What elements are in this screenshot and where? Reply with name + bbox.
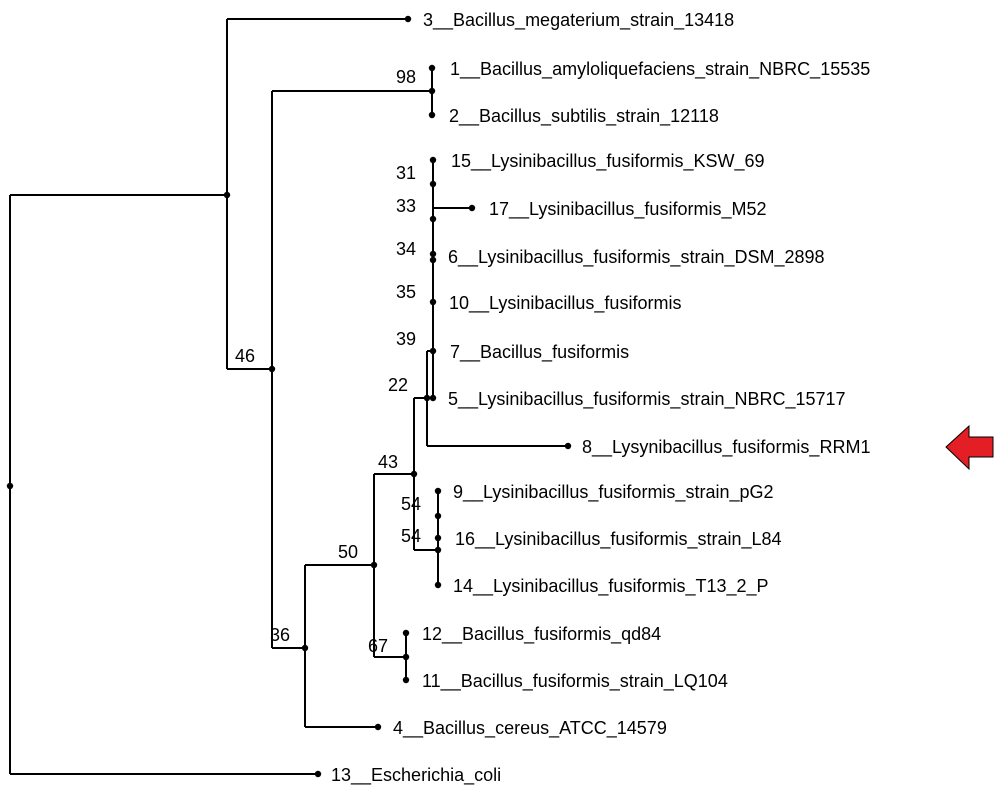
- tree-node-dot: [404, 15, 412, 23]
- leaf-label: 17__Lysinibacillus_fusiformis_M52: [489, 199, 766, 220]
- tree-node-dot: [428, 64, 436, 72]
- leaf-label: 4__Bacillus_cereus_ATCC_14579: [393, 718, 667, 739]
- tree-node-dot: [223, 191, 231, 199]
- support-value: 54: [401, 526, 421, 546]
- support-value: 34: [396, 239, 416, 259]
- tree-node-dot: [314, 770, 322, 778]
- support-value: 43: [378, 452, 398, 472]
- tree-node-dot: [564, 442, 572, 450]
- support-value: 39: [396, 329, 416, 349]
- leaf-label: 16__Lysinibacillus_fusiformis_strain_L84: [455, 529, 782, 550]
- tree-node-dot: [429, 250, 437, 258]
- leaf-label-highlighted: 8__Lysynibacillus_fusiformis_RRM1: [582, 437, 870, 458]
- leaf-label: 7__Bacillus_fusiformis: [450, 342, 629, 363]
- leaf-labels: 3__Bacillus_megaterium_strain_13418 1__B…: [331, 10, 870, 786]
- tree-node-dot: [429, 298, 437, 306]
- tree-node-dot: [434, 534, 442, 542]
- leaf-label: 2__Bacillus_subtilis_strain_12118: [449, 106, 719, 127]
- tree-node-dot: [434, 487, 442, 495]
- leaf-label: 13__Escherichia_coli: [331, 765, 501, 786]
- tree-node-dot: [410, 470, 418, 478]
- tree-node-dot: [429, 215, 437, 223]
- tree-node-dot: [6, 482, 14, 490]
- support-value: 22: [388, 375, 408, 395]
- leaf-label: 15__Lysinibacillus_fusiformis_KSW_69: [451, 151, 765, 172]
- leaf-label: 11__Bacillus_fusiformis_strain_LQ104: [422, 671, 728, 692]
- support-values: 98 31 33 34 35 39 22 43 54 54 46 50 67 3…: [235, 67, 421, 656]
- tree-node-dot: [402, 629, 410, 637]
- leaf-label: 9__Lysinibacillus_fusiformis_strain_pG2: [453, 482, 774, 503]
- support-value: 36: [270, 625, 290, 645]
- leaf-label: 6__Lysinibacillus_fusiformis_strain_DSM_…: [448, 247, 825, 268]
- tree-node-dot: [429, 347, 437, 355]
- tree-node-dot: [428, 111, 436, 119]
- support-value: 33: [396, 196, 416, 216]
- tree-node-dot: [468, 204, 476, 212]
- tree-node-dot: [402, 653, 410, 661]
- tree-node-dot: [429, 156, 437, 164]
- tree-node-dot: [428, 87, 436, 95]
- tree-nodes: [6, 15, 572, 778]
- tree-node-dot: [429, 256, 437, 264]
- leaf-label: 1__Bacillus_amyloliquefaciens_strain_NBR…: [450, 59, 870, 80]
- tree-node-dot: [434, 581, 442, 589]
- tree-node-dot: [370, 561, 378, 569]
- support-value: 50: [338, 542, 358, 562]
- highlight-arrow-icon: [945, 424, 994, 471]
- tree-node-dot: [434, 512, 442, 520]
- tree-node-dot: [434, 546, 442, 554]
- tree-node-dot: [429, 394, 437, 402]
- leaf-label: 12__Bacillus_fusiformis_qd84: [422, 624, 661, 645]
- tree-node-dot: [301, 644, 309, 652]
- support-value: 67: [368, 636, 388, 656]
- support-value: 31: [396, 163, 416, 183]
- tree-node-dot: [268, 365, 276, 373]
- leaf-label: 3__Bacillus_megaterium_strain_13418: [423, 10, 734, 31]
- tree-node-dot: [402, 676, 410, 684]
- tree-node-dot: [429, 180, 437, 188]
- leaf-label: 14__Lysinibacillus_fusiformis_T13_2_P: [453, 576, 769, 597]
- support-value: 35: [396, 282, 416, 302]
- leaf-label: 5__Lysinibacillus_fusiformis_strain_NBRC…: [448, 389, 846, 410]
- support-value: 98: [396, 67, 416, 87]
- support-value: 46: [235, 346, 255, 366]
- tree-node-dot: [374, 723, 382, 731]
- tree-node-dot: [423, 394, 431, 402]
- support-value: 54: [401, 494, 421, 514]
- leaf-label: 10__Lysinibacillus_fusiformis: [449, 293, 681, 314]
